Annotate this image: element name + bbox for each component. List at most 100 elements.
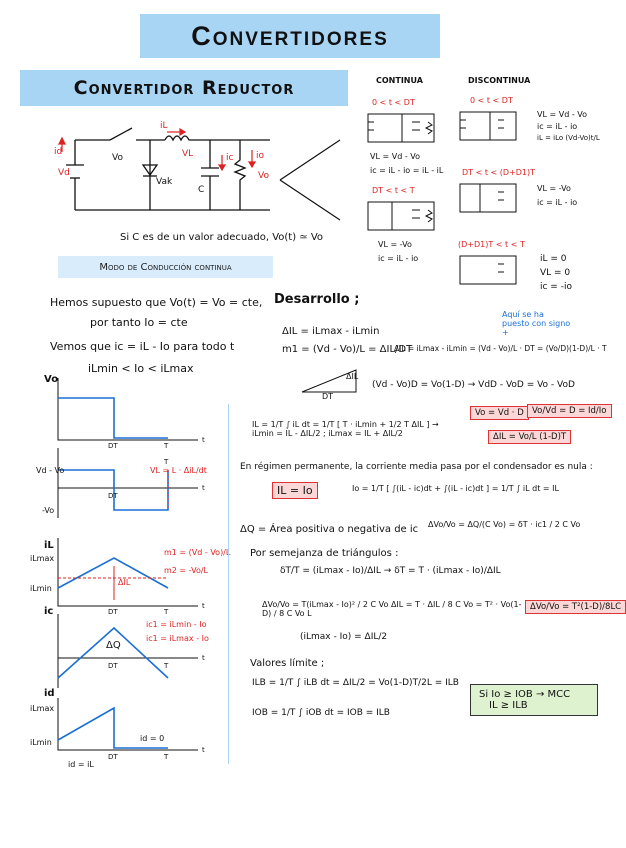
col-discontinua: DISCONTINUA — [468, 76, 531, 85]
state-d3-eq1: iL = 0 — [540, 254, 567, 264]
g4-n2: ic1 = iLmax - Io — [146, 634, 209, 643]
assumption-line1: Hemos supuesto que Vo(t) = Vo = cte, — [50, 296, 263, 309]
state-c2-eq2: ic = iL - io — [378, 254, 419, 263]
dq-box: ΔVo/Vo = ΔQ/(C Vo) = δT · ic1 / 2 C Vo — [428, 520, 581, 529]
g5-zero: id = 0 — [140, 734, 165, 743]
circuit-label-vo: Vo — [112, 153, 123, 163]
g4-axis-t: t — [202, 654, 205, 662]
g3-max: iLmax — [30, 554, 55, 563]
state-d1-eq3: iL = iLo (Vd-Vo)t/L — [537, 134, 600, 142]
dev-eq-m1: m1 = (Vd - Vo)/L = ΔIL/DT — [282, 344, 413, 355]
box-ripple: ΔVo/Vo = T²(1-D)/8LC — [525, 600, 626, 614]
assumption-line2: por tanto Io = cte — [90, 316, 188, 329]
sim-eq: δT/T = (iLmax - Io)/ΔIL → δT = T · (iLma… — [280, 566, 501, 576]
g5-max: iLmax — [30, 704, 55, 713]
state-d3-eq2: VL = 0 — [540, 268, 571, 278]
g2-label-bot: -Vo — [42, 506, 55, 515]
state-d2-range: DT < t < (D+D1)T — [462, 168, 536, 177]
circuit-note: Si C es de un valor adecuado, Vo(t) ≃ Vo — [120, 232, 324, 243]
eq-ilb: ILB = 1/T ∫ iLB dt = ΔIL/2 = Vo(1-D)T/2L… — [252, 678, 459, 688]
box-ratio: Vo/Vd = D = Id/Io — [527, 404, 612, 418]
circuit-label-ic: ic — [226, 153, 234, 163]
state-d1-eq2: ic = iL - io — [537, 122, 578, 131]
g5-tick-t: T — [163, 753, 169, 761]
g3-min: iLmin — [30, 584, 52, 593]
circuit-label-vo-load: Vo — [258, 171, 269, 181]
development-title: Desarrollo ; — [274, 292, 360, 307]
buck-circuit-diagram: id Vo Vd iL VL Vak ic io Vo C — [54, 121, 341, 221]
dq-text: ΔQ = Área positiva o negativa de ic — [240, 524, 419, 535]
assumption-line4: iLmin < Io < iLmax — [88, 362, 194, 375]
g3-label: iL — [44, 540, 54, 551]
state-d2-circuit — [459, 183, 517, 213]
box-dil: ΔIL = Vo/L (1-D)T — [488, 430, 572, 444]
eq-half: (iLmax - Io) = ΔIL/2 — [300, 632, 388, 642]
state-c2-range: DT < t < T — [372, 186, 415, 195]
g4-label: ic — [44, 606, 54, 617]
g4-tick-t: T — [163, 662, 169, 670]
state-c1-circuit — [367, 113, 435, 143]
dev-eq-chain: (Vd - Vo)D = Vo(1-D) → VdD - VoD = Vo - … — [372, 380, 575, 390]
g5-start: id = iL — [68, 760, 94, 769]
section-title: Convertidor Reductor — [73, 77, 295, 99]
eq-iob: IOB = 1/T ∫ iOB dt = IOB = ILB — [252, 708, 390, 718]
page-title-box: Convertidores — [140, 14, 440, 58]
circuit-label-id: id — [54, 147, 62, 157]
g5-min: iLmin — [30, 738, 52, 747]
dev-eq-deltaIL: ΔIL = iLmax - iLmin = (Vd - Vo)/L · DT =… — [394, 344, 607, 353]
g5-tick-dt: DT — [108, 753, 118, 761]
g2-tick-t: T — [163, 458, 169, 466]
waveform-graphs: DT T t DT T t DT T t DT T t DT T t — [57, 378, 205, 761]
state-c1-eq1: VL = Vd - Vo — [370, 152, 420, 161]
dev-eq-io: Io = 1/T [ ∫(iL - ic)dt + ∫(iL - ic)dt ]… — [352, 484, 559, 493]
g4-dq: ΔQ — [106, 640, 121, 651]
circuit-label-io: io — [256, 151, 265, 161]
dev-eq-delta: ΔIL = iLmax - iLmin — [282, 326, 380, 337]
state-d2-eq1: VL = -Vo — [537, 184, 571, 193]
box-il-io: IL = Io — [272, 482, 318, 499]
sim-text: Por semejanza de triángulos : — [250, 548, 399, 559]
g2-label-top: Vd - Vo — [36, 466, 65, 475]
g3-m2: m2 = -Vo/L — [164, 566, 208, 575]
state-d2-eq2: ic = iL - io — [537, 198, 578, 207]
mode-label: Modo de Conducción continua — [99, 261, 232, 273]
section-title-box: Convertidor Reductor — [20, 70, 348, 106]
g3-tick-t: T — [163, 608, 169, 616]
slope-triangle — [301, 369, 357, 393]
ripple-eq: ΔVo/Vo = T(iLmax - Io)² / 2 C Vo ΔIL = T… — [262, 600, 522, 618]
dev-note-blue: Aquí se ha puesto con signo + — [502, 310, 571, 337]
g1-axis-t: t — [202, 436, 205, 444]
tri-base: DT — [322, 392, 334, 401]
green-box: Si Io ≥ IOB → MCC IL ≥ ILB — [470, 684, 598, 716]
box-vo: Vo = Vd · D — [470, 406, 529, 420]
g4-tick-dt: DT — [108, 662, 118, 670]
limit-title: Valores límite ; — [250, 658, 325, 669]
state-d3-circuit — [459, 255, 517, 285]
separator — [228, 404, 229, 764]
g3-axis-t: t — [202, 602, 205, 610]
steady-text: En régimen permanente, la corriente medi… — [240, 462, 593, 472]
green-line2: IL ≥ ILB — [489, 700, 528, 711]
g3-tick-dt: DT — [108, 608, 118, 616]
col-continua: CONTINUA — [376, 76, 423, 85]
g5-axis-t: t — [202, 746, 205, 754]
circuit-label-vl: VL — [182, 149, 193, 159]
state-d1-range: 0 < t < DT — [470, 96, 513, 105]
state-c1-eq2: ic = iL - io = iL - iL — [370, 166, 444, 175]
g1-tick-dt: DT — [108, 442, 118, 450]
g1-label: Vo — [44, 374, 59, 385]
g5-label: id — [44, 688, 55, 699]
state-c2-eq1: VL = -Vo — [378, 240, 412, 249]
state-c2-circuit — [367, 201, 435, 231]
page-title: Convertidores — [191, 20, 389, 51]
dev-eq-il-integral: IL = 1/T ∫ iL dt = 1/T [ T · iLmin + 1/2… — [252, 420, 439, 438]
circuit-label-c: C — [198, 185, 204, 195]
tri-label: ΔIL — [346, 372, 359, 381]
g3-delta: ΔIL — [118, 578, 131, 587]
state-c1-range: 0 < t < DT — [372, 98, 415, 107]
g3-m1: m1 = (Vd - Vo)/L — [164, 548, 231, 557]
state-d1-eq1: VL = Vd - Vo — [537, 110, 587, 119]
g2-tick-dt: DT — [108, 492, 118, 500]
circuit-label-il: iL — [160, 121, 168, 131]
g2-note: VL = L · ΔiL/dt — [150, 466, 207, 475]
